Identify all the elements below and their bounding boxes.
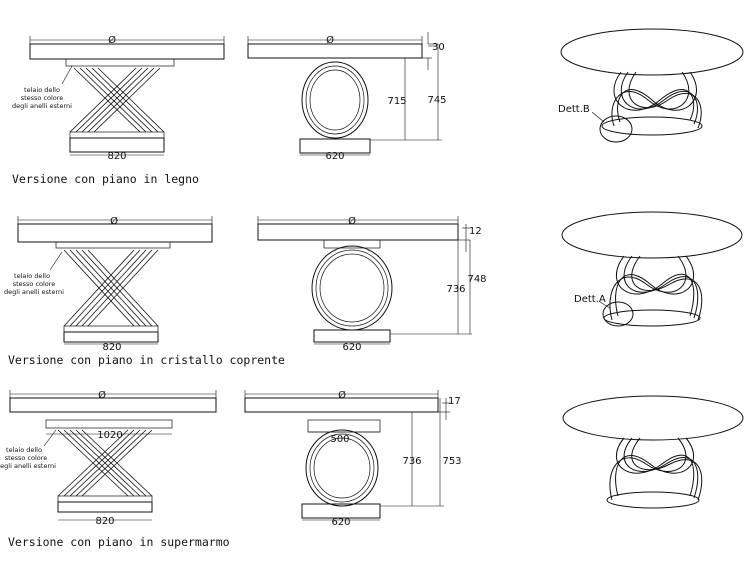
caption-legno: Versione con piano in legno xyxy=(12,172,199,186)
detail-label: Dett.A xyxy=(574,294,606,305)
perspective-view-supermarmo xyxy=(562,395,744,509)
inner-height-label: 715 xyxy=(387,96,406,107)
front-view-legno: Ø 820 telaio dello stesso colore xyxy=(12,34,225,162)
base-width-label: 620 xyxy=(325,151,344,162)
frame-note-line-3: degli anelli esterni xyxy=(12,102,72,110)
diameter-label: Ø xyxy=(110,215,118,227)
ring-line xyxy=(309,69,361,131)
outer-ring xyxy=(301,61,369,139)
base-width-label: 620 xyxy=(331,517,350,528)
side-view-legno: Ø 620 30 715 745 xyxy=(247,32,447,162)
detail-circle xyxy=(602,301,634,327)
top-thickness-label: 17 xyxy=(448,396,461,407)
frame-note-line-3: degli anelli esterni xyxy=(0,462,56,470)
top-frame xyxy=(55,241,171,249)
frame-width-label: 500 xyxy=(330,434,349,445)
ring-line xyxy=(313,437,371,499)
detail-circle xyxy=(599,115,633,143)
frame-note-line-2: stesso colore xyxy=(13,280,56,288)
detail-label: Dett.B xyxy=(558,104,590,115)
frame-width-label: 1020 xyxy=(97,430,122,441)
total-height-label: 753 xyxy=(442,456,461,467)
front-view-cristallo: Ø 820 telaio dello stesso colore xyxy=(4,215,213,353)
inner-height-label: 736 xyxy=(446,284,465,295)
foot-band xyxy=(69,131,165,139)
outer-ring xyxy=(305,429,379,507)
base-width-label: 820 xyxy=(102,342,121,353)
table-top xyxy=(247,43,423,59)
x-legs xyxy=(63,249,159,327)
frame-note-line-2: stesso colore xyxy=(21,94,64,102)
top-frame xyxy=(323,239,381,249)
diameter-label: Ø xyxy=(348,215,356,227)
caption-cristallo: Versione con piano in cristallo coprente xyxy=(8,353,285,367)
frame-note-line-2: stesso colore xyxy=(5,454,48,462)
tabletop-3d xyxy=(561,211,743,259)
side-view-supermarmo: Ø 500 620 17 736 753 xyxy=(244,389,462,528)
tabletop-3d xyxy=(562,395,744,441)
top-frame xyxy=(45,419,173,429)
x-legs xyxy=(57,429,153,497)
base-3d xyxy=(601,116,703,136)
tabletop-3d xyxy=(560,28,744,76)
base-width-label: 620 xyxy=(342,342,361,353)
foot-band xyxy=(57,495,153,503)
row-cristallo: Ø 820 telaio dello stesso colore xyxy=(4,211,743,367)
caption-supermarmo: Versione con piano in supermarmo xyxy=(8,535,230,549)
ring-line xyxy=(315,249,389,327)
frame-note-line-1: telaio dello xyxy=(14,272,50,280)
table-top xyxy=(244,397,439,413)
diameter-label: Ø xyxy=(338,389,346,401)
total-height-label: 748 xyxy=(467,274,486,285)
inner-height-label: 736 xyxy=(402,456,421,467)
base-plate xyxy=(63,331,159,343)
outer-ring xyxy=(311,245,393,331)
table-top xyxy=(9,397,217,413)
table-top xyxy=(257,223,459,241)
side-view-cristallo: Ø 620 12 736 748 xyxy=(257,215,487,353)
base-plate xyxy=(57,501,153,513)
ring-line xyxy=(319,253,385,323)
row-supermarmo: Ø 1020 820 telaio dello xyxy=(0,389,744,549)
perspective-view-cristallo: Dett.A xyxy=(561,211,743,327)
diameter-label: Ø xyxy=(326,34,334,46)
x-legs xyxy=(69,67,165,133)
base-plate xyxy=(301,503,381,519)
foot-band xyxy=(63,325,159,333)
base-3d xyxy=(606,491,700,509)
base-plate xyxy=(299,138,371,154)
diameter-label: Ø xyxy=(98,389,106,401)
table-top xyxy=(29,43,225,60)
frame-note-line-3: degli anelli esterni xyxy=(4,288,64,296)
top-thickness-label: 30 xyxy=(432,42,445,53)
base-3d xyxy=(603,309,701,327)
top-frame xyxy=(65,58,175,67)
perspective-view-legno: Dett.B xyxy=(558,28,744,143)
base-width-label: 820 xyxy=(95,516,114,527)
frame-note-line-1: telaio dello xyxy=(6,446,42,454)
ring-line xyxy=(309,433,375,503)
base-plate xyxy=(69,137,165,153)
base-plate xyxy=(313,329,391,343)
total-height-label: 745 xyxy=(427,95,446,106)
front-view-supermarmo: Ø 1020 820 telaio dello xyxy=(0,389,217,527)
frame-note-line-1: telaio dello xyxy=(24,86,60,94)
base-width-label: 820 xyxy=(107,151,126,162)
top-thickness-label: 12 xyxy=(469,226,482,237)
ring-line xyxy=(305,65,365,135)
row-legno: Ø 820 telaio dello stesso colore xyxy=(12,28,744,186)
diameter-label: Ø xyxy=(108,34,116,46)
